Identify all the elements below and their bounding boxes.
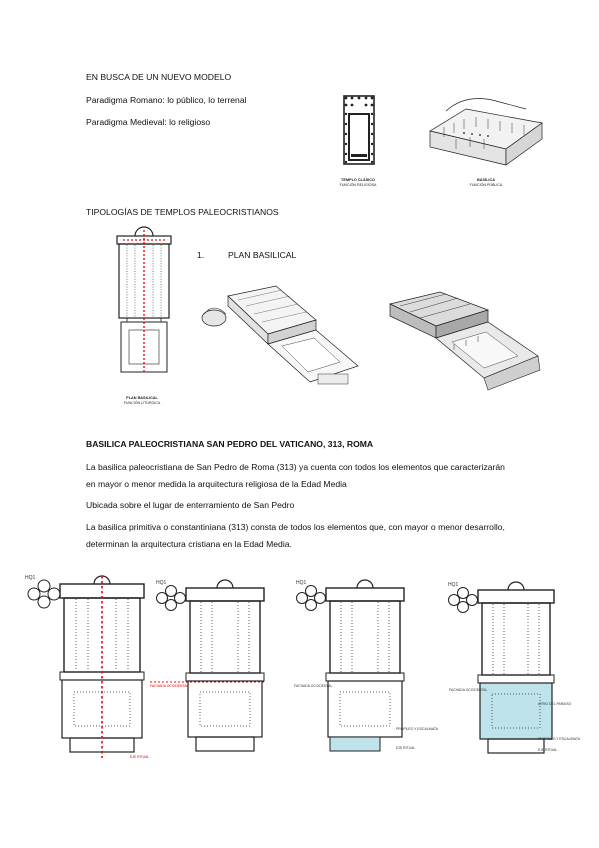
- section3-paragraph-1: La basilica paleocristiana de San Pedro …: [86, 462, 505, 489]
- plan-4-label: HQ1: [448, 582, 459, 588]
- section3-paragraph-3: La basilica primitiva o constantiniana (…: [86, 522, 505, 549]
- paradigm-medieval: Paradigma Medieval: lo religioso: [86, 117, 211, 127]
- temple-plan-figure: [338, 92, 380, 174]
- paradigm-roman: Paradigma Romano: lo público, lo terrena…: [86, 95, 247, 105]
- section3-paragraph-2: Ubicada sobre el lugar de enterramiento …: [86, 500, 295, 510]
- plan-4-eje-ritual: EJE RITUAL: [538, 748, 558, 752]
- plan-4-propileo: PROPILEO Y ESCALINATA: [538, 737, 580, 741]
- plan-3-eje-ritual: EJE RITUAL: [396, 746, 416, 750]
- plan-3-fachada: FACHADA OCCIDENTAL: [294, 684, 333, 688]
- plan-2-fachada: FACHADA OCCIDENTAL: [150, 684, 189, 688]
- basilica-aerial-1-figure: [198, 280, 366, 390]
- plan-1-eje-ritual: EJE RITUAL: [130, 755, 150, 759]
- section2-heading: TIPOLOGÍAS DE TEMPLOS PALEOCRISTIANOS: [86, 207, 279, 217]
- plan-4-fachada: FACHADA OCCIDENTAL: [449, 688, 488, 692]
- plan-1-label: HQ1: [25, 575, 36, 581]
- plan-4-atrio: ATRIO DEL PARAISO: [538, 702, 572, 706]
- basilica-aerial-2-figure: [380, 284, 546, 392]
- san-pedro-plan-3: [290, 578, 418, 762]
- san-pedro-plan-2: [150, 578, 278, 762]
- plan-2-label: HQ1: [156, 580, 167, 586]
- basilica-cutaway-figure: [426, 93, 546, 173]
- section1-heading: EN BUSCA DE UN NUEVO MODELO: [86, 72, 232, 82]
- plan-3-propileo: PROPILEO Y ESCALINATA: [396, 727, 438, 731]
- section3-heading: BASILICA PALEOCRISTIANA SAN PEDRO DEL VA…: [86, 439, 374, 449]
- plan-basilical-figure: [113, 226, 175, 392]
- plan-3-label: HQ1: [296, 580, 307, 586]
- list-item-plan-basilical: PLAN BASILICAL: [228, 250, 297, 260]
- san-pedro-plan-4: [442, 578, 562, 762]
- san-pedro-plan-1: [20, 572, 158, 764]
- list-number: 1.: [197, 250, 205, 260]
